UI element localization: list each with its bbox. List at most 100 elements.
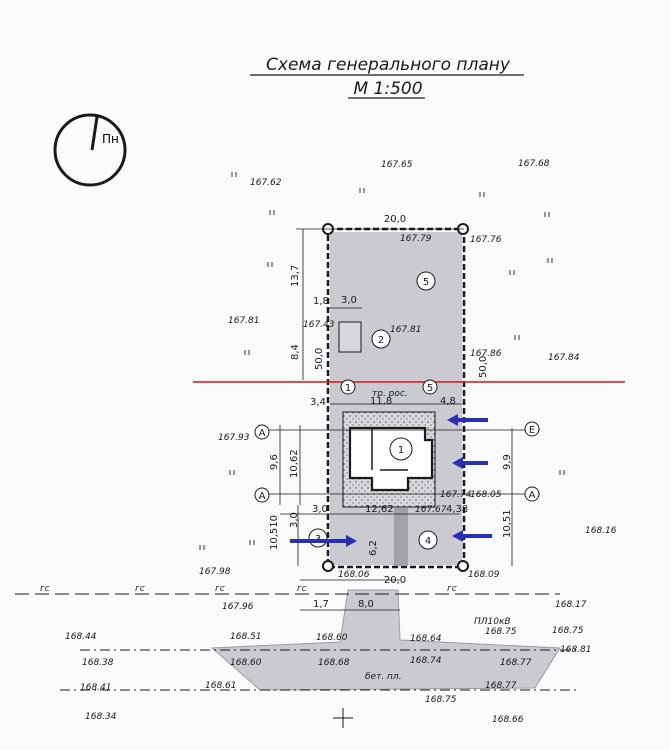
arrow-left-icon [452,530,492,542]
axis-a-right-label: А [529,490,536,501]
svg-text:4,8: 4,8 [440,396,456,407]
outbuilding [338,321,362,353]
crosshair-icon [333,708,353,728]
power-line-label: ПЛ10кВ [474,617,511,627]
svg-text:168.38: 168.38 [82,658,114,668]
svg-text:гс: гс [447,584,457,594]
svg-text:167.62: 167.62 [250,178,282,188]
svg-text:168.51: 168.51 [230,632,262,642]
plot-corner [457,560,469,572]
svg-text:гс: гс [215,584,225,594]
elevation-marks: 167.65 167.68 167.62 167.79 167.76 167.8… [65,159,617,725]
axis-a-top-label: А [259,428,266,439]
svg-text:167.81: 167.81 [228,316,260,326]
svg-text:гс: гс [135,584,145,594]
svg-text:167.86: 167.86 [470,349,502,359]
svg-text:8,0: 8,0 [358,599,374,610]
zone-2: 2 [378,335,384,346]
svg-text:168.34: 168.34 [85,712,117,722]
north-label: Пн [102,132,119,146]
svg-text:168.64: 168.64 [410,634,442,644]
svg-text:тр. рос.: тр. рос. [372,389,408,399]
svg-text:10,51: 10,51 [502,509,513,538]
svg-text:8,4: 8,4 [290,344,301,360]
svg-text:168.44: 168.44 [65,632,97,642]
width-top: 20,0 [384,214,406,225]
blue-arrows [290,414,492,547]
svg-text:168.66: 168.66 [492,715,524,725]
axis-1-label: 1 [345,383,351,394]
svg-text:167.76: 167.76 [470,235,502,245]
svg-text:168.16: 168.16 [585,526,617,536]
depth-left: 50,0 [314,348,325,370]
svg-text:168.61: 168.61 [205,681,237,691]
svg-text:3,0: 3,0 [312,504,328,515]
svg-text:1,8: 1,8 [313,296,329,307]
access-road [210,589,561,691]
zone-5: 5 [423,277,429,288]
depth-right: 50,0 [478,356,489,378]
svg-text:10,510: 10,510 [269,515,280,550]
svg-text:167.93: 167.93 [218,433,250,443]
svg-text:168.60: 168.60 [230,658,262,668]
svg-text:9,6: 9,6 [269,454,280,470]
svg-text:167.96: 167.96 [222,602,254,612]
svg-text:167.81: 167.81 [390,325,422,335]
svg-text:167.43: 167.43 [303,320,335,330]
svg-text:167.84: 167.84 [548,353,580,363]
gas-labels: гс гс гс гс гс [40,584,457,594]
plan-scale: М 1:500 [353,79,422,99]
svg-text:9,9: 9,9 [502,454,513,470]
svg-text:168.75: 168.75 [552,626,584,636]
svg-text:167.65: 167.65 [381,160,413,170]
arrow-right-icon [290,535,357,547]
svg-text:168.75: 168.75 [485,627,517,637]
svg-text:3,0: 3,0 [341,295,357,306]
svg-text:4,38: 4,38 [446,504,468,515]
road-label: бет. пл. [365,672,402,682]
plot-corner [322,560,334,572]
zone-markers: 5 2 1 4 3 [308,271,438,550]
plan-title: Схема генерального плану [266,55,511,75]
svg-text:168.09: 168.09 [468,570,500,580]
svg-text:168.75: 168.75 [425,695,457,705]
svg-text:11,8: 11,8 [370,396,392,407]
svg-text:гс: гс [40,584,50,594]
svg-text:168.06: 168.06 [338,570,370,580]
arrow-left-icon [447,414,488,426]
zone-4: 4 [425,536,431,547]
svg-text:168.05: 168.05 [470,490,502,500]
svg-text:168.41: 168.41 [80,683,112,693]
width-bottom: 20,0 [384,575,406,586]
svg-text:167.74: 167.74 [440,490,472,500]
walkway [394,508,408,566]
axis-5-label: 5 [427,383,433,394]
svg-text:гс: гс [297,584,307,594]
house-walls [348,426,434,492]
svg-text:167.79: 167.79 [400,234,432,244]
svg-text:168.77: 168.77 [500,658,532,668]
svg-text:10,62: 10,62 [289,449,300,478]
svg-text:167.68: 167.68 [518,159,550,169]
dimension-lines [262,228,540,611]
north-arrow-icon: Пн [53,113,127,187]
zone-1: 1 [398,445,404,456]
svg-text:168.77: 168.77 [485,681,517,691]
svg-text:168.68: 168.68 [318,658,350,668]
dimension-labels: 20,0 20,0 50,0 50,0 13,7 1,8 3,0 8,4 3,4… [269,214,513,610]
axis-a-bottom-label: А [259,491,266,502]
grass-marks [199,172,565,550]
svg-text:1,7: 1,7 [313,599,329,610]
svg-text:3,0: 3,0 [289,512,300,528]
svg-text:12,62: 12,62 [365,504,394,515]
svg-text:13,7: 13,7 [290,265,301,287]
svg-text:168.74: 168.74 [410,656,442,666]
svg-text:6,2: 6,2 [368,540,379,556]
svg-text:168.81: 168.81 [560,645,592,655]
axis-e-label: Е [529,425,535,436]
svg-text:168.60: 168.60 [316,633,348,643]
arrow-left-icon [452,457,488,469]
svg-text:167.98: 167.98 [199,567,231,577]
svg-text:168.17: 168.17 [555,600,587,610]
